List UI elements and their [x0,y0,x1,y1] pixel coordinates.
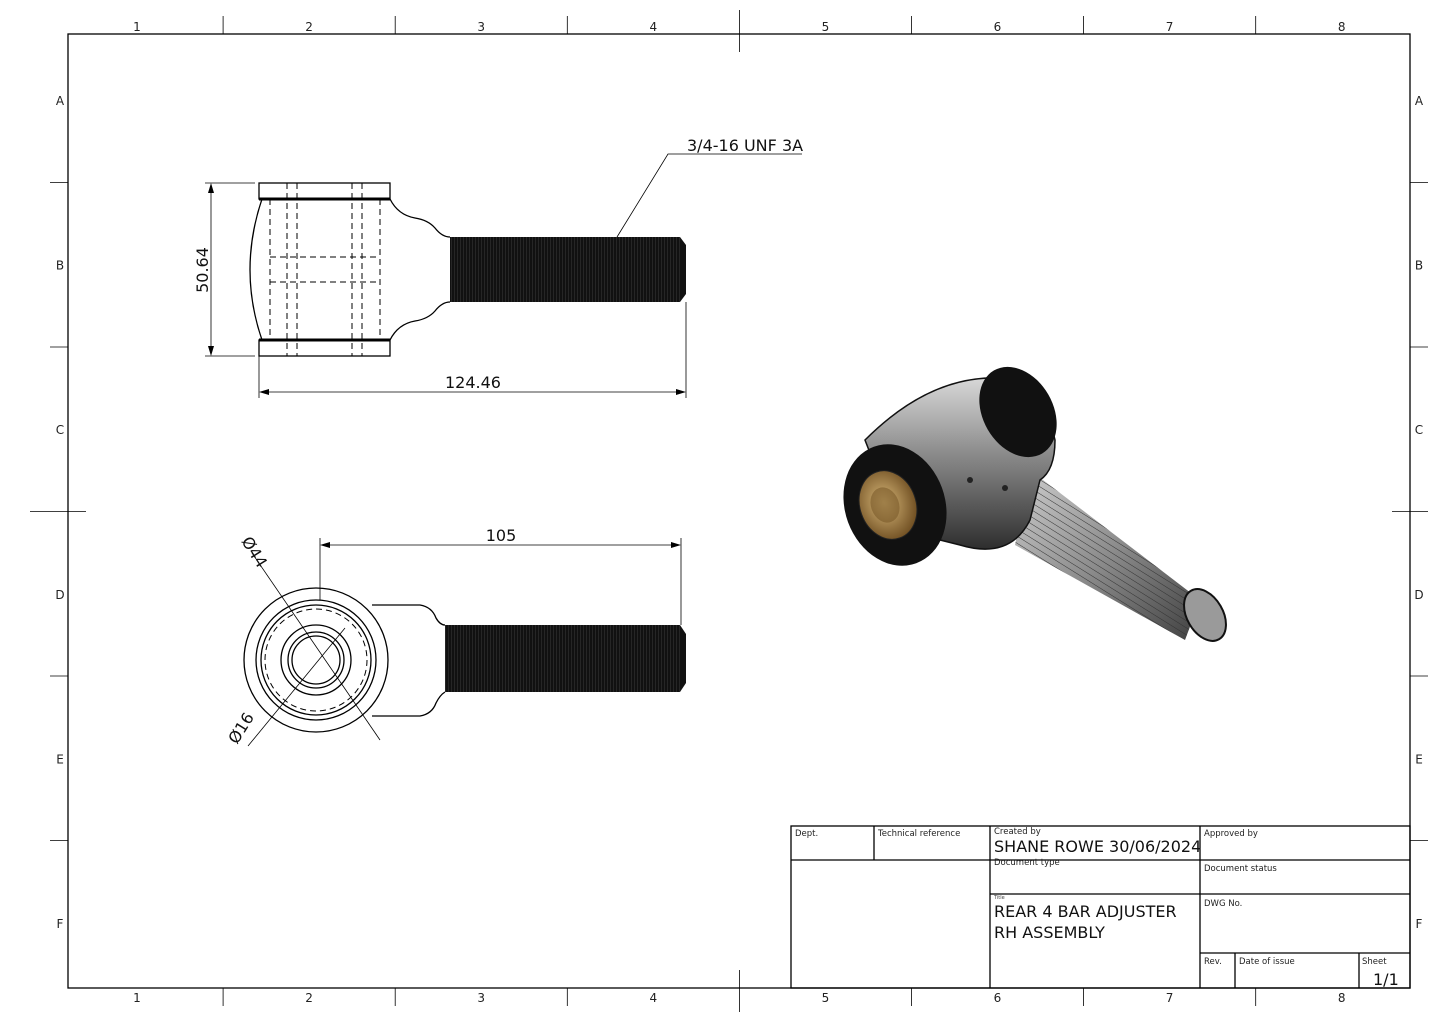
column-label: 6 [994,991,1002,1005]
thread-side [450,237,680,302]
created-by-label: Created by [994,827,1041,837]
sheet-frame [30,10,1428,1012]
title-line-2: RH ASSEMBLY [994,923,1105,942]
column-label: 4 [649,20,657,34]
column-label: 7 [1166,20,1174,34]
row-label: C [1415,423,1423,437]
row-label: E [1415,752,1423,766]
isometric-view [843,366,1227,642]
bore-diameter: Ø16 [224,709,258,747]
row-label: D [55,588,64,602]
row-label: F [57,917,64,931]
column-label: 1 [133,991,141,1005]
technical-reference-label: Technical reference [877,829,960,839]
column-label: 4 [649,991,657,1005]
row-label: B [1415,259,1423,273]
row-label: A [56,94,65,108]
diameter-leader [251,552,381,741]
row-label: B [56,259,64,273]
column-label: 3 [477,20,485,34]
row-label: F [1416,917,1423,931]
dwg-no-label: DWG No. [1204,899,1242,909]
column-label: 1 [133,20,141,34]
outer-diameter: Ø44 [238,533,272,571]
thread-callout: 3/4-16 UNF 3A [687,136,803,155]
document-type-label: Document type [994,858,1060,868]
column-label: 3 [477,991,485,1005]
thread-top [445,625,680,692]
side-view: 50.64 124.46 3/4-16 UNF 3A [193,136,803,398]
row-label: C [56,423,64,437]
column-label: 6 [994,20,1002,34]
column-label: 7 [1166,991,1174,1005]
dept-label: Dept. [795,829,818,839]
created-by-value: SHANE ROWE 30/06/2024 [994,837,1201,856]
column-label: 2 [305,991,313,1005]
date-of-issue-label: Date of issue [1239,957,1295,967]
rev-label: Rev. [1204,957,1222,967]
column-label: 2 [305,20,313,34]
length-dimension: 124.46 [445,373,501,392]
height-dimension: 50.64 [193,247,212,293]
row-label: A [1415,94,1424,108]
title-label: Title [993,895,1005,901]
row-label: E [56,752,64,766]
column-label: 5 [822,991,830,1005]
sheet-value: 1/1 [1373,970,1399,989]
title-block: Dept. Technical reference Created by SHA… [790,825,1411,989]
top-length-dimension: 105 [486,526,517,545]
top-view: 105 Ø44 Ø16 [224,526,686,747]
column-label: 8 [1338,991,1346,1005]
column-label: 5 [822,20,830,34]
approved-by-label: Approved by [1204,829,1258,839]
thread-leader [616,153,802,238]
column-label: 8 [1338,20,1346,34]
row-label: D [1414,588,1423,602]
document-status-label: Document status [1204,864,1277,874]
title-line-1: REAR 4 BAR ADJUSTER [994,902,1177,921]
sheet-label: Sheet [1362,957,1387,967]
